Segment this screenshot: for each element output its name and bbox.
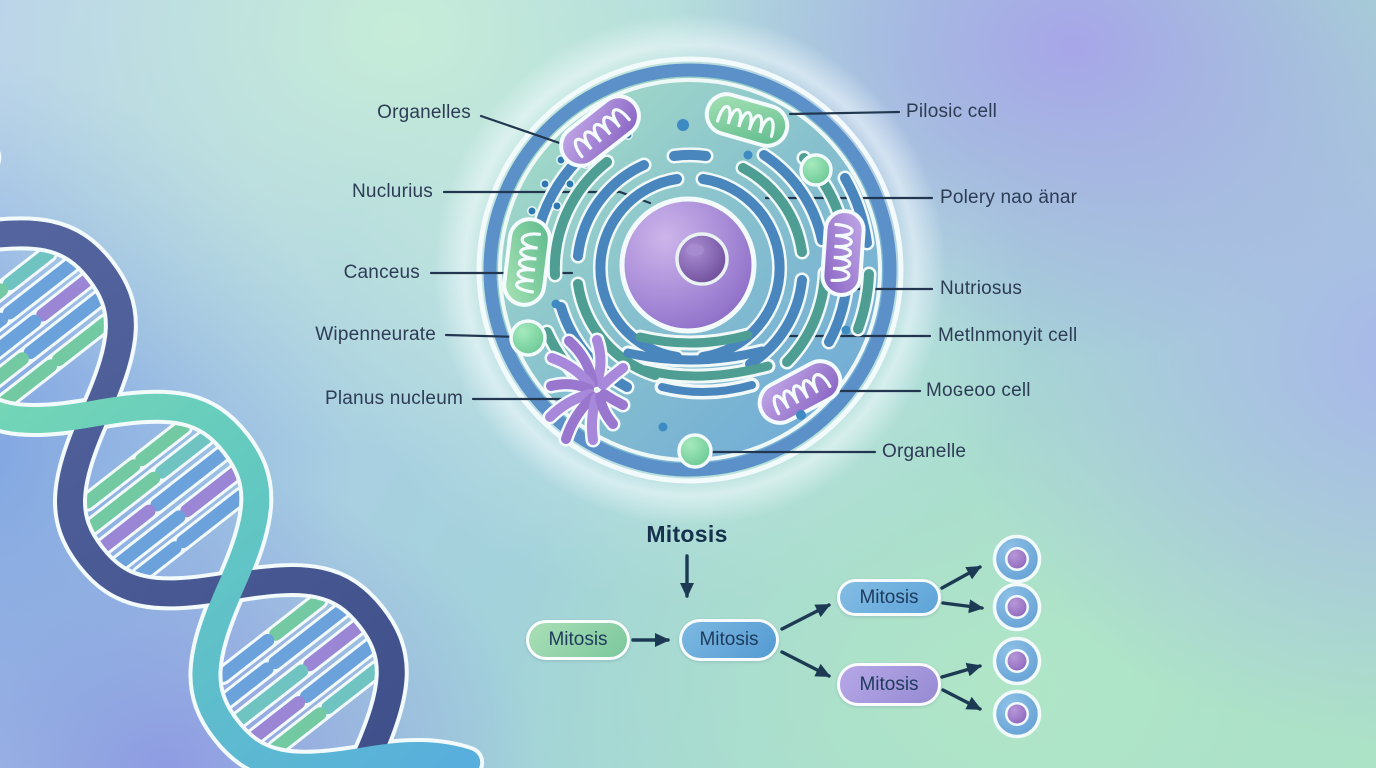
- label-organelle: Organelle: [882, 441, 967, 462]
- golgi-apparatus: [542, 332, 631, 448]
- nucleolus: [675, 232, 729, 286]
- nucleolus-highlight: [686, 244, 704, 256]
- label-canceus: Canceus: [343, 262, 420, 283]
- line-wipenneurate: [444, 333, 522, 339]
- lysosome-1: [509, 319, 547, 357]
- label-moceoo-cell: Moɢeoo cell: [926, 380, 1031, 401]
- arrow-node4-cell4: [941, 688, 982, 711]
- mitochondrion-1: [559, 94, 641, 168]
- mitosis-flow-title: Mitosis: [646, 521, 728, 547]
- mitosis-node-1: Mitosis: [526, 620, 630, 660]
- label-wipenneurate: Wipenneurate: [315, 324, 436, 345]
- lysosome-2: [799, 153, 833, 187]
- arrow-node3-cell1: [940, 565, 982, 590]
- dna-base-pairs: [0, 247, 384, 755]
- label-organelles: Organelles: [377, 102, 471, 123]
- daughter-cells: [992, 534, 1042, 739]
- lysosome-3: [677, 433, 713, 469]
- arrow-node3-cell2: [941, 599, 984, 614]
- mitosis-node-4: Mitosis: [837, 663, 941, 706]
- cytoplasm-dots: [551, 119, 851, 432]
- label-planus-nucleum: Planus nucleum: [325, 388, 463, 409]
- flow-arrows: [631, 554, 984, 711]
- daughter-cell-2: [992, 582, 1042, 632]
- dna-strand-teal: [0, 144, 481, 768]
- daughter-cell-1: [992, 534, 1042, 584]
- daughter-cell-4: [992, 689, 1042, 739]
- mitochondrion-3: [502, 217, 552, 307]
- arrow-node2-node4: [780, 650, 831, 678]
- label-metlnmonyit-cell: Metlnmonyit cell: [938, 325, 1078, 346]
- daughter-cell-3: [992, 636, 1042, 686]
- mitochondrion-2: [704, 92, 790, 148]
- cell-diagram: [429, 14, 946, 526]
- cell-outer-outline: [476, 56, 904, 484]
- label-polery-nao: Polery nao änar: [940, 187, 1078, 208]
- label-nuclurius: Nuclurius: [352, 181, 433, 202]
- dna-helix: [0, 140, 485, 768]
- arrow-node2-node3: [780, 603, 831, 631]
- dna-strands: [0, 140, 485, 768]
- label-nutriosus: Nutriosus: [940, 278, 1023, 299]
- mitochondrion-5: [757, 359, 843, 425]
- arrow-node4-cell3: [940, 662, 982, 679]
- mitosis-node-3: Mitosis: [837, 579, 941, 616]
- line-pilosic-cell: [788, 110, 901, 116]
- mitochondrion-4: [820, 209, 866, 297]
- dna-strand-navy: [0, 220, 405, 768]
- label-pilosic-cell: Pilosic cell: [906, 101, 998, 122]
- mitosis-node-2: Mitosis: [679, 619, 779, 661]
- cell-membrane: [483, 63, 897, 477]
- line-organelles: [479, 114, 576, 150]
